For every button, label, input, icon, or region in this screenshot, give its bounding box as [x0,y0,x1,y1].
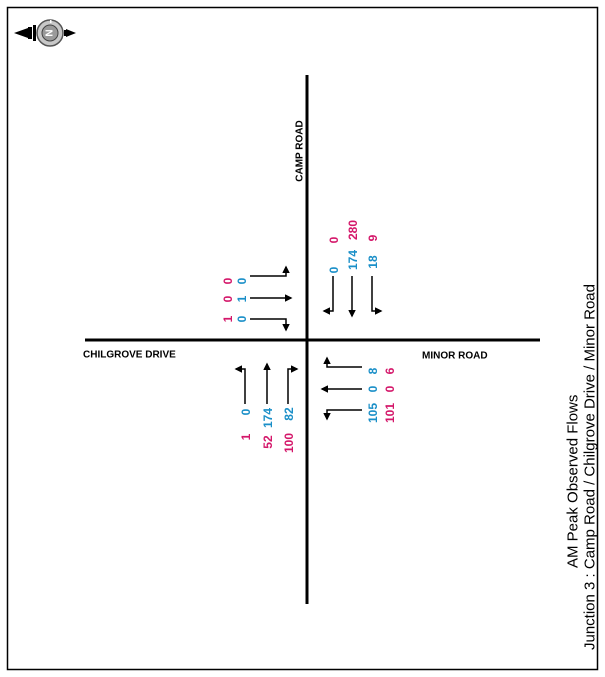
south-right-magenta-value: 100 [282,433,296,453]
south-ahead-blue-value: 174 [261,408,275,428]
west-right-blue-value: 0 [235,315,249,322]
north-ahead-magenta-value: 280 [346,220,360,240]
east-approach-arrows [320,356,362,421]
north-approach-arrows [322,276,383,318]
east-right-turn-arrow [323,409,362,421]
west-ahead-blue-value: 1 [235,295,249,302]
west-left-blue-value: 0 [235,277,249,284]
diagram-title-line-1: AM Peak Observed Flows [565,395,582,568]
north-right-blue-value: 18 [366,255,380,269]
south-right-blue-value: 82 [282,407,296,421]
south-left-magenta-value: 1 [239,433,253,440]
east-right-blue-value: 105 [366,403,380,423]
south-approach-arrows [234,362,299,404]
north-road-label: CAMP ROAD [295,120,306,181]
north-right-magenta-value: 9 [366,234,380,241]
east-road-label: MINOR ROAD [422,351,488,362]
east-ahead-blue-value: 0 [366,385,380,392]
diagram-border [6,6,599,671]
east-left-turn-arrow [323,356,362,368]
south-left-blue-value: 0 [239,408,253,415]
west-left-magenta-value: 0 [221,277,235,284]
east-left-magenta-value: 6 [383,367,397,374]
east-right-magenta-value: 101 [383,403,397,423]
north-ahead-blue-value: 174 [346,250,360,270]
south-ahead-magenta-value: 52 [261,435,275,449]
west-approach-arrows [250,265,293,332]
west-right-magenta-value: 1 [221,315,235,322]
west-right-turn-arrow [250,318,290,332]
west-left-turn-arrow [250,265,290,277]
north-left-turn-arrow [322,276,334,315]
south-left-turn-arrow [234,365,246,404]
north-left-magenta-value: 0 [327,236,341,243]
north-right-turn-arrow [371,276,383,315]
diagram-title-line-2: Junction 3 : Camp Road / Chilgrove Drive… [582,284,599,650]
compass-letter: N [45,29,56,36]
east-ahead-magenta-value: 0 [383,385,397,392]
north-compass-icon: N [14,19,76,47]
south-right-turn-arrow [287,365,299,404]
east-left-blue-value: 8 [366,367,380,374]
west-ahead-magenta-value: 0 [221,295,235,302]
west-road-label: CHILGROVE DRIVE [83,350,176,361]
north-left-blue-value: 0 [327,266,341,273]
